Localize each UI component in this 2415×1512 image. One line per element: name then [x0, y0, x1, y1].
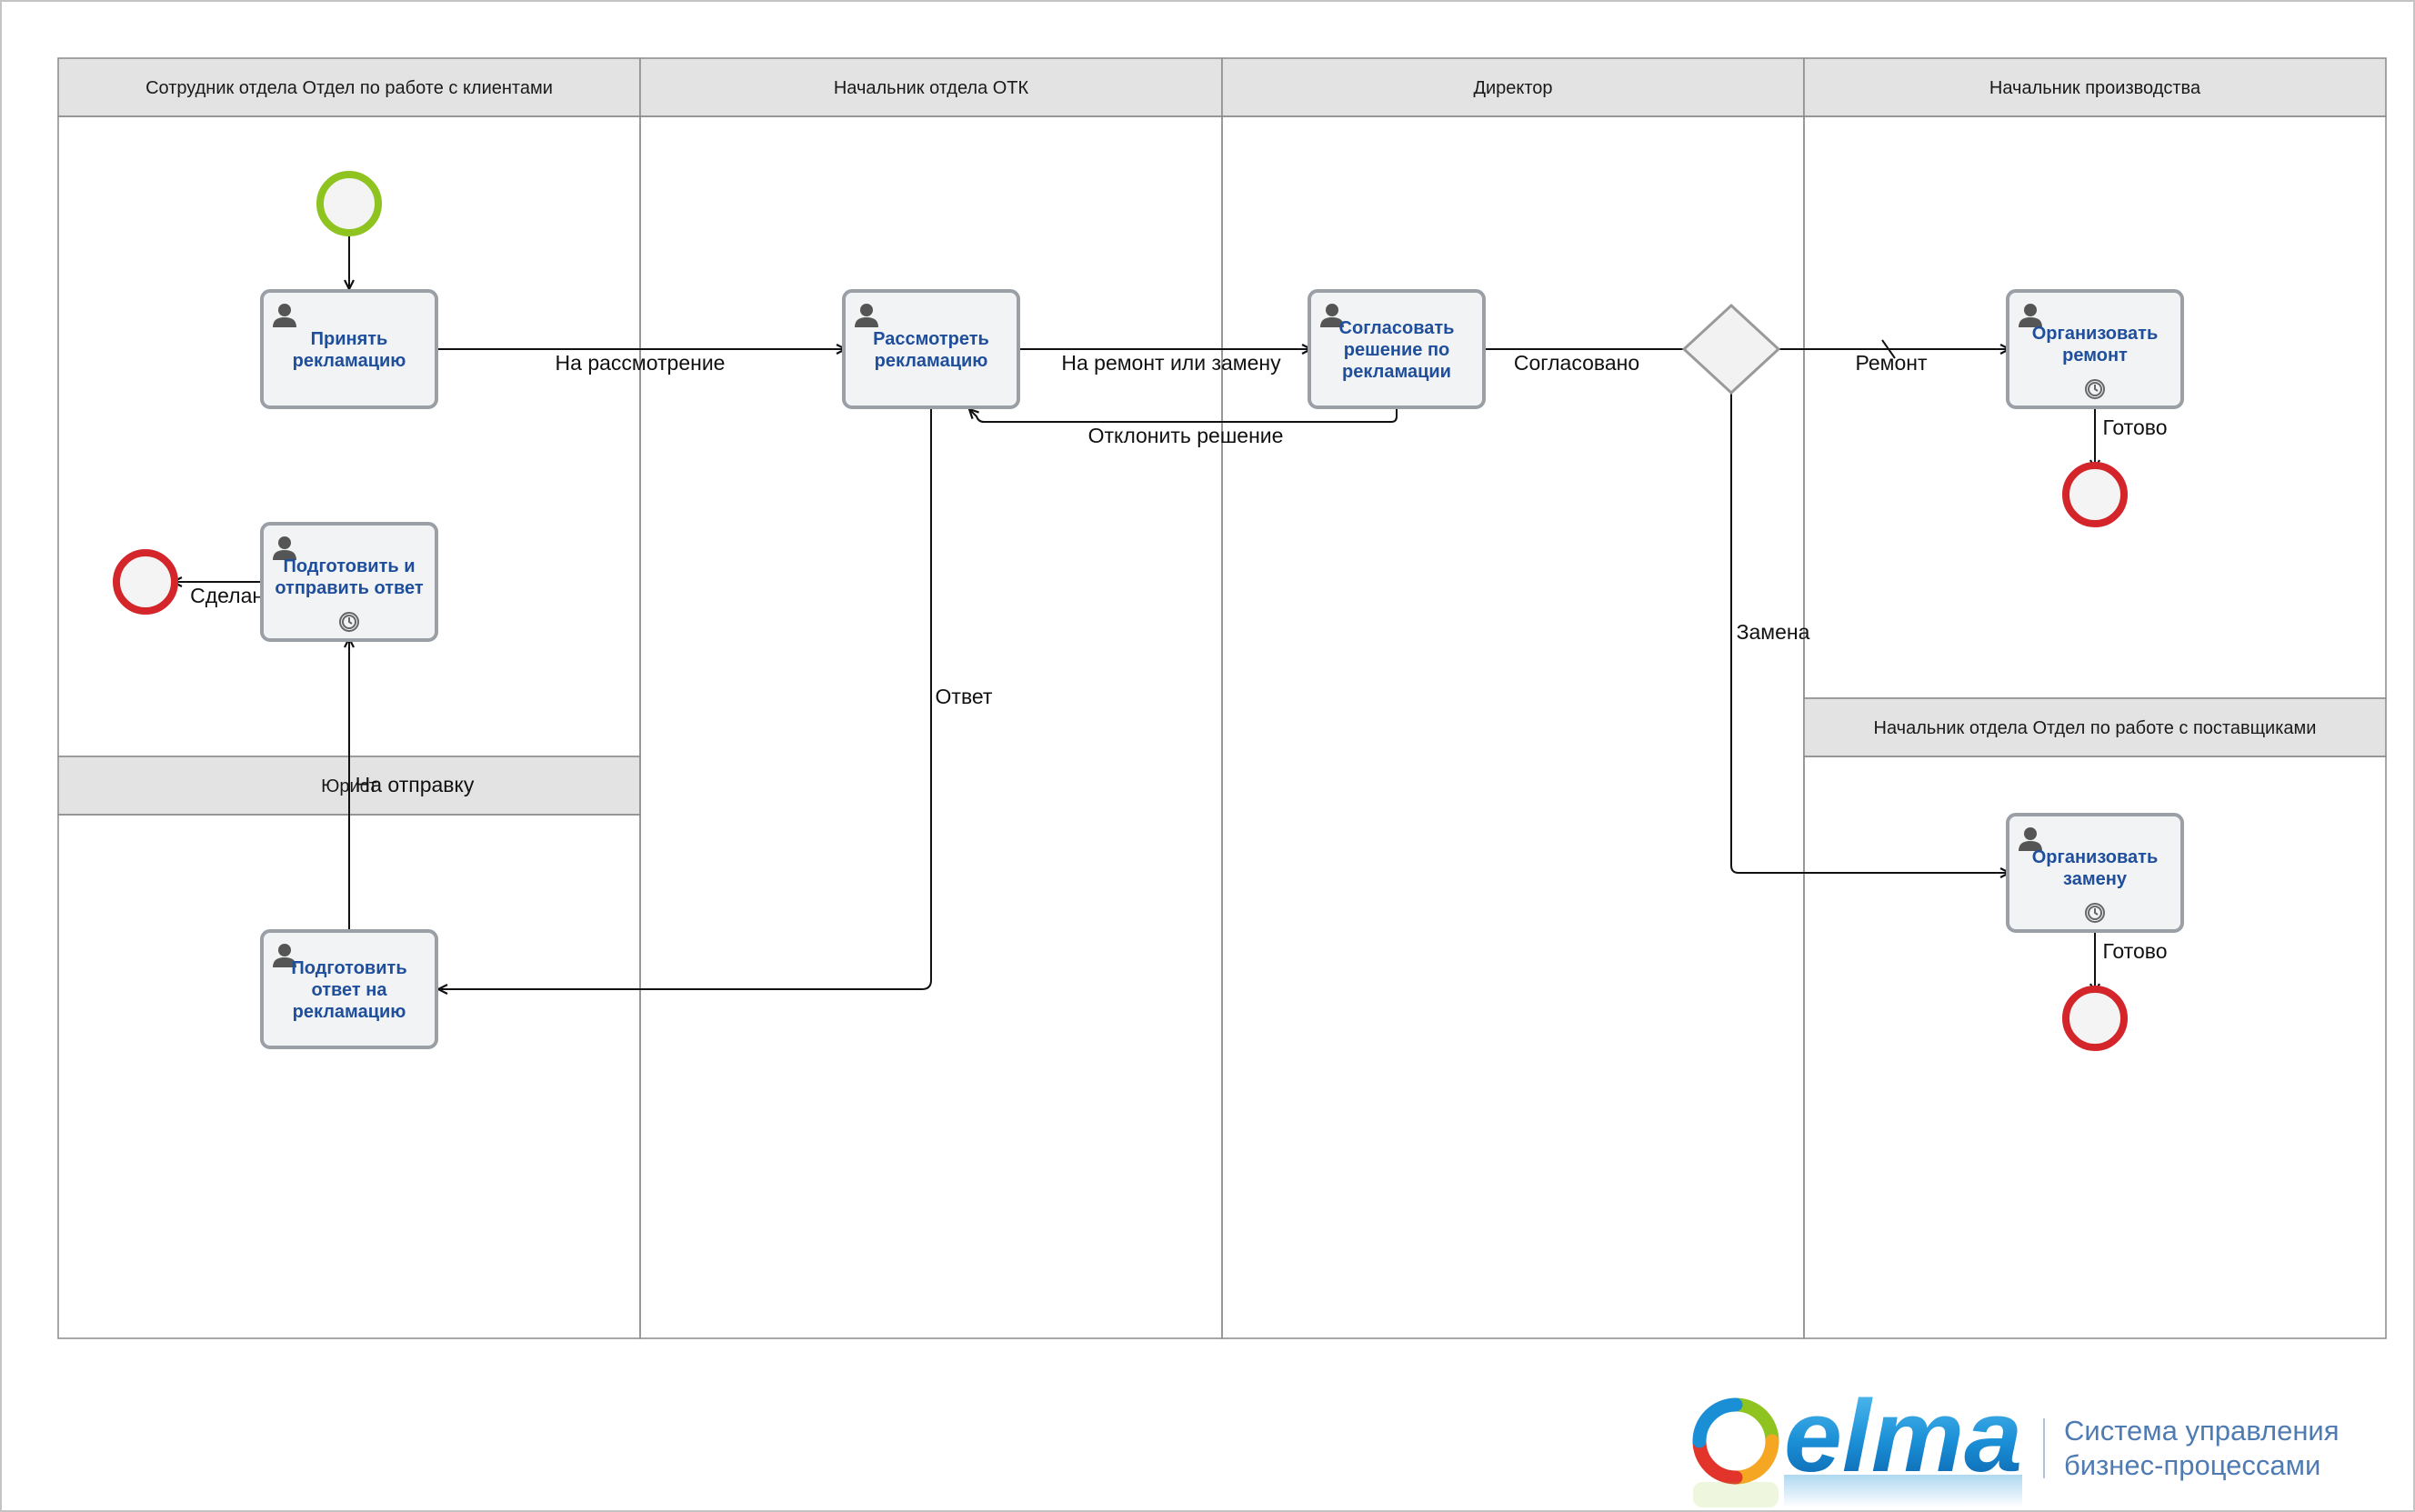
elma-logo-text: elma	[1784, 1379, 2022, 1493]
task-label-line: ответ на	[312, 980, 388, 1000]
tasks: ПринятьрекламациюРассмотретьрекламациюСо…	[260, 289, 2184, 1049]
start-event[interactable]	[316, 171, 382, 236]
events	[113, 171, 2128, 1051]
user-icon	[2019, 304, 2042, 327]
task-box[interactable]	[2006, 289, 2184, 409]
lane-production-title: Начальник производства	[1989, 78, 2201, 98]
flow-label-done-replace: Готово	[2102, 939, 2167, 963]
flow-label-to-review: На рассмотрение	[556, 351, 726, 375]
timer-icon	[2085, 379, 2105, 399]
task-label-line: Организовать	[2032, 847, 2159, 867]
task-label-line: рекламацию	[875, 351, 988, 371]
brand: elma Система управления бизнес-процессам…	[1692, 1379, 2340, 1507]
task-box[interactable]	[2006, 813, 2184, 933]
task-label-line: рекламацию	[293, 1002, 406, 1022]
lane-clients-title: Сотрудник отдела Отдел по работе с клиен…	[145, 78, 553, 98]
task-label-line: Согласовать	[1339, 318, 1455, 338]
connectors	[173, 235, 2095, 993]
task-label-line: замену	[2063, 869, 2128, 889]
lane-clients: Сотрудник отдела Отдел по работе с клиен…	[57, 57, 641, 757]
task-box[interactable]	[260, 929, 438, 1049]
task-label-line: Подготовить и	[283, 556, 415, 576]
elma-logo-reflection	[1784, 1475, 2022, 1507]
task-label-line: рекламации	[1342, 362, 1451, 382]
brand-tagline-line2: бизнес-процессами	[2064, 1449, 2320, 1481]
flow-labels: На рассмотрение На ремонт или замену Отк…	[190, 351, 2167, 963]
brand-tagline-line1: Система управления	[2064, 1415, 2340, 1447]
task-label-line: Принять	[311, 329, 388, 349]
user-icon	[855, 304, 878, 327]
lane-otk: Начальник отдела ОТК	[639, 57, 1223, 1339]
task-label-line: рекламацию	[293, 351, 406, 371]
task-label-line: ремонт	[2062, 345, 2128, 365]
lane-otk-title: Начальник отдела ОТК	[834, 78, 1029, 98]
task-box[interactable]	[1308, 289, 1486, 409]
flow-label-to-agree: На ремонт или замену	[1061, 351, 1281, 375]
decision-gateway[interactable]	[1681, 303, 1781, 396]
flow-label-agreed: Согласовано	[1514, 351, 1639, 375]
flow-label-reject: Отклонить решение	[1088, 424, 1284, 447]
user-icon	[273, 944, 296, 967]
lanes: Сотрудник отдела Отдел по работе с клиен…	[57, 57, 2387, 1339]
task-box[interactable]	[260, 289, 438, 409]
lane-suppliers-body	[1803, 756, 2387, 1339]
task-label-line: Организовать	[2032, 324, 2159, 344]
lane-suppliers: Начальник отдела Отдел по работе с поста…	[1803, 697, 2387, 1339]
lane-director-header	[1221, 57, 1805, 117]
flow-label-done-repair: Готово	[2102, 416, 2167, 439]
flow-repair-default-mark	[1881, 339, 1896, 359]
end-event-done[interactable]	[113, 549, 178, 615]
lane-suppliers-title: Начальник отдела Отдел по работе с поста…	[1874, 718, 2317, 738]
task-box[interactable]	[260, 522, 438, 642]
lane-suppliers-header	[1803, 697, 2387, 757]
task-box[interactable]	[842, 289, 1020, 409]
flow-label-to-send: На отправку	[356, 773, 475, 796]
flow-answer[interactable]	[438, 407, 932, 989]
lane-director-title: Директор	[1473, 78, 1552, 98]
user-icon	[273, 536, 296, 560]
task-label-line: Подготовить	[291, 958, 406, 978]
task-label-line: решение по	[1344, 340, 1449, 360]
flow-reject[interactable]	[969, 407, 1398, 423]
task-label-line: отправить ответ	[275, 578, 424, 598]
end-event-replace[interactable]	[2062, 986, 2128, 1051]
elma-logo-icon	[1692, 1397, 1779, 1507]
user-icon	[1320, 304, 1344, 327]
task-label-line: Рассмотреть	[873, 329, 989, 349]
lane-director: Директор	[1221, 57, 1805, 1339]
lane-production-header	[1803, 57, 2387, 117]
timer-icon	[339, 612, 359, 632]
flow-label-answer: Ответ	[936, 685, 993, 708]
flow-replace[interactable]	[1730, 393, 2009, 873]
user-icon	[273, 304, 296, 327]
flow-label-repair: Ремонт	[1856, 351, 1928, 375]
flow-label-replace: Замена	[1737, 620, 1810, 644]
timer-icon	[2085, 903, 2105, 923]
end-event-repair[interactable]	[2062, 462, 2128, 527]
user-icon	[2019, 827, 2042, 851]
lane-production: Начальник производства	[1803, 57, 2387, 699]
